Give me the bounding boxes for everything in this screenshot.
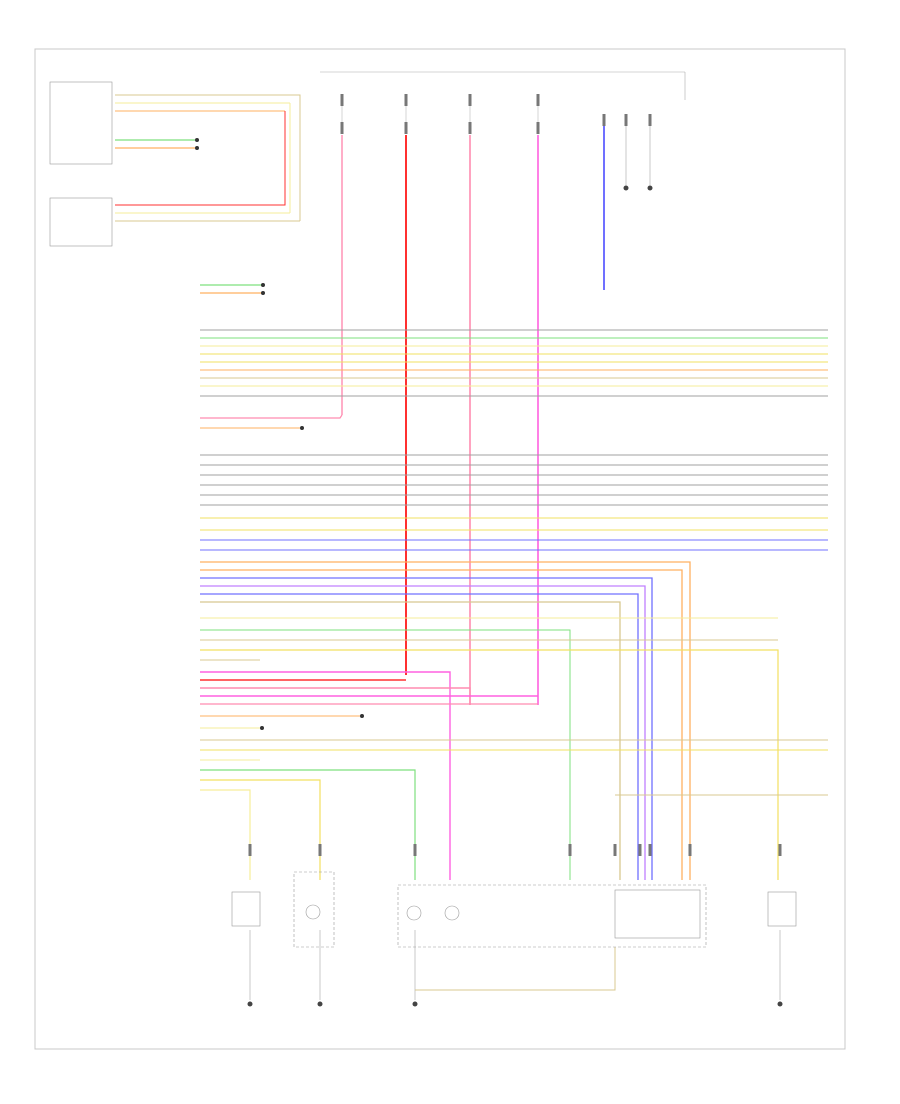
wire-magenta xyxy=(200,671,451,880)
module-box-2 xyxy=(49,197,113,247)
wire-ground-link xyxy=(415,947,616,991)
wire-fog xyxy=(200,779,321,880)
component-lamp-right xyxy=(767,891,797,927)
connector-pin xyxy=(613,844,617,856)
wire-to-headlamp xyxy=(200,561,691,880)
connector-pin xyxy=(648,114,652,126)
fuse-pin xyxy=(404,122,408,134)
connector-pin xyxy=(778,844,782,856)
connector-dot xyxy=(195,146,199,150)
connector-pin xyxy=(602,114,606,126)
wire-to-headlamp xyxy=(200,601,621,880)
bulb-icon-low-beam xyxy=(406,905,422,921)
fuse-pin xyxy=(340,94,344,106)
wire-green-down xyxy=(200,629,571,880)
connector-pin xyxy=(568,844,572,856)
ground-icon xyxy=(412,1001,418,1007)
wire-fuse-1-out xyxy=(200,414,343,419)
wire-right-lamp xyxy=(200,649,779,880)
ground-icon xyxy=(247,1001,253,1007)
wire-green-lamp xyxy=(200,769,416,880)
wire-pink-join xyxy=(200,687,471,705)
bulb-icon-fog xyxy=(305,904,321,920)
ground-icon xyxy=(317,1001,323,1007)
component-control-unit xyxy=(614,889,701,939)
fuse-pin xyxy=(340,122,344,134)
connector-dot xyxy=(261,283,265,287)
module-box-top xyxy=(49,81,113,165)
connector-pin xyxy=(413,844,417,856)
wire-left-lamp xyxy=(200,789,251,880)
ground-icon xyxy=(623,185,629,191)
connector-dot xyxy=(260,726,264,730)
component-fog-lamp xyxy=(293,871,335,948)
wire-to-headlamp xyxy=(200,569,683,880)
fuse-pin xyxy=(536,94,540,106)
fuse-pin xyxy=(468,122,472,134)
connector-dot xyxy=(300,426,304,430)
fuse-pin xyxy=(536,122,540,134)
wire-loop-1 xyxy=(280,111,286,206)
connector-pin xyxy=(248,844,252,856)
diagram-frame xyxy=(34,48,846,1050)
connector-pin xyxy=(648,844,652,856)
marks-layer xyxy=(195,94,783,1007)
fuse-pin xyxy=(404,94,408,106)
connector-dot xyxy=(360,714,364,718)
ground-icon xyxy=(647,185,653,191)
connector-pin xyxy=(624,114,628,126)
bulb-icon-high-beam xyxy=(444,905,460,921)
wire-to-headlamp xyxy=(200,593,639,880)
wire-loop-3 xyxy=(295,94,301,221)
connector-pin xyxy=(688,844,692,856)
ground-icon xyxy=(777,1001,783,1007)
component-lamp-left xyxy=(231,891,261,927)
wires-layer xyxy=(115,71,828,1000)
connector-pin xyxy=(638,844,642,856)
wire-to-headlamp xyxy=(200,577,653,880)
connector-dot xyxy=(195,138,199,142)
fuse-pin xyxy=(468,94,472,106)
connector-dot xyxy=(261,291,265,295)
connector-pin xyxy=(318,844,322,856)
wire-to-headlamp xyxy=(200,585,646,880)
